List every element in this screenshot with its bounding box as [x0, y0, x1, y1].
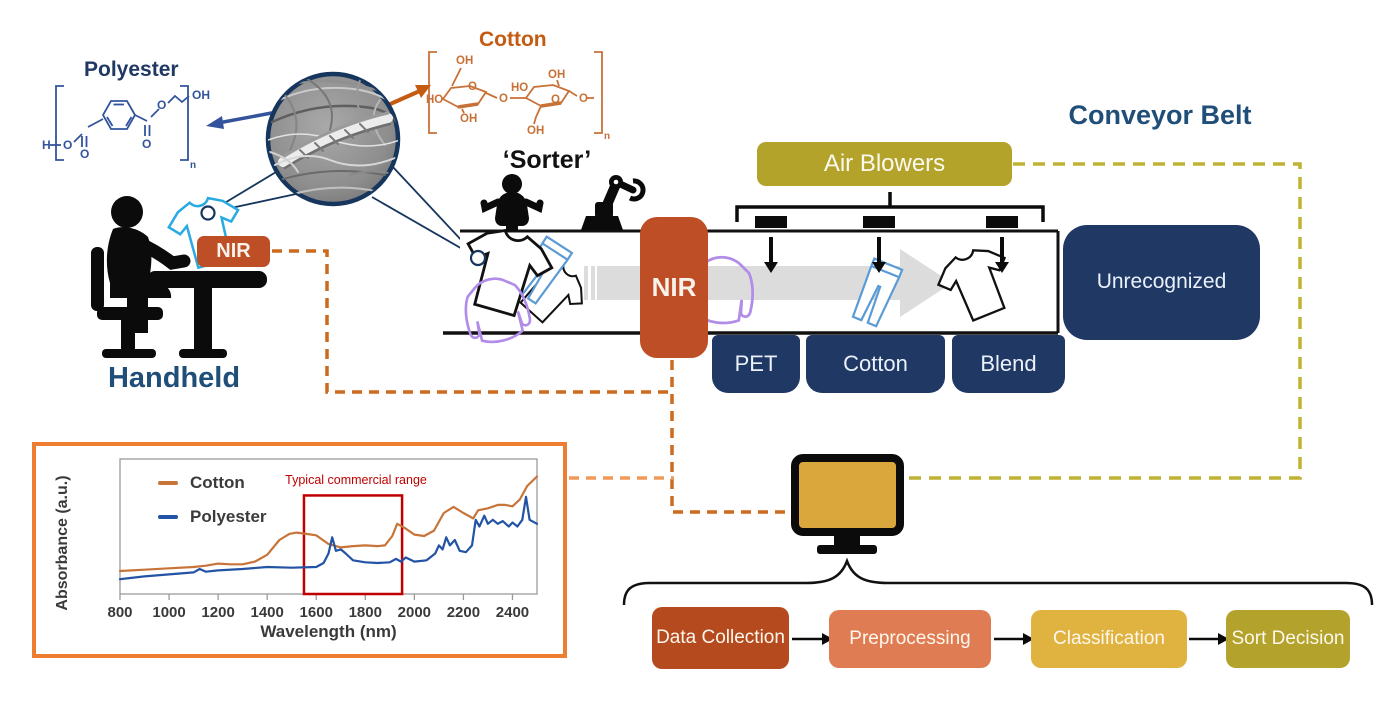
clothes-pile — [451, 220, 594, 350]
atom-label: OH — [527, 125, 544, 137]
flow-arrows — [792, 633, 1229, 645]
unrecognized-box: Unrecognized — [1063, 225, 1260, 340]
nir-handheld-box: NIR — [197, 236, 270, 267]
atom-label: OH — [192, 88, 210, 102]
polyester-label: Polyester — [84, 58, 179, 81]
air-nozzle-icon — [863, 216, 895, 228]
bin-pet: PET — [712, 335, 800, 393]
svg-text:2400: 2400 — [496, 604, 529, 621]
svg-text:1000: 1000 — [152, 604, 185, 621]
worker-icon — [480, 174, 544, 231]
subscript-n: n — [604, 131, 610, 142]
atom-label: O — [499, 93, 508, 105]
polyester-structure: H O O O O OH n — [42, 85, 210, 171]
svg-text:800: 800 — [107, 604, 132, 621]
cotton-arrow — [387, 85, 431, 107]
brace — [622, 557, 1374, 606]
atom-label: H — [42, 138, 51, 152]
airblower-connector — [902, 162, 1302, 480]
flow-step-classification: Classification — [1031, 610, 1187, 668]
shirt-sample-marker — [200, 205, 216, 221]
svg-text:1200: 1200 — [201, 604, 234, 621]
atom-label: O — [157, 98, 166, 112]
flow-step-preprocessing: Preprocessing — [829, 610, 991, 668]
polyester-swatch — [158, 515, 178, 519]
atom-label: O — [551, 94, 560, 106]
commercial-range-label: Typical commercial range — [285, 473, 427, 487]
sorter-label: ‘Sorter’ — [502, 146, 592, 174]
svg-text:1800: 1800 — [349, 604, 382, 621]
svg-text:1400: 1400 — [250, 604, 283, 621]
fiber-micrograph — [265, 71, 401, 207]
svg-text:2000: 2000 — [398, 604, 431, 621]
legend-entry-polyester: Polyester — [158, 507, 267, 527]
nir-handheld-connector — [272, 249, 672, 394]
spectra-plot: 800 1000 1200 1400 1600 1800 2000 2200 2400 — [107, 458, 539, 621]
air-nozzle-icon — [986, 216, 1018, 228]
atom-label: O — [468, 81, 477, 93]
flow-step-sort-decision: Sort Decision — [1226, 610, 1350, 668]
legend-label: Polyester — [190, 507, 267, 526]
spectra-chart: 800 1000 1200 1400 1600 1800 2000 2200 2400 Abso… — [32, 442, 567, 658]
monitor-icon — [791, 454, 904, 554]
handheld-label: Handheld — [107, 362, 241, 394]
air-blower-assembly — [735, 192, 1045, 273]
atom-label: O — [80, 147, 89, 161]
cotton-swatch — [158, 481, 178, 485]
polyester-arrow — [206, 110, 278, 129]
svg-text:1600: 1600 — [300, 604, 333, 621]
handheld-operator-arm — [130, 235, 191, 270]
bin-blend: Blend — [952, 335, 1065, 393]
conveyor-belt-label: Conveyor Belt — [1068, 100, 1252, 130]
atom-label: O — [63, 138, 72, 152]
flow-step-data-collection: Data Collection — [652, 607, 789, 669]
cotton-label: Cotton — [479, 28, 547, 51]
y-axis-label: Absorbance (a.u.) — [54, 475, 71, 611]
x-axis-label: Wavelength (nm) — [260, 622, 397, 641]
atom-label: O — [142, 137, 151, 151]
subscript-n: n — [190, 160, 196, 171]
legend-label: Cotton — [190, 473, 245, 492]
atom-label: OH — [460, 113, 477, 125]
cotton-structure: OH O HO OH O HO OH O OH O n — [426, 51, 610, 142]
pile-sample-marker — [469, 249, 487, 267]
robot-arm-icon — [581, 175, 646, 230]
air-nozzle-icon — [755, 216, 787, 228]
atom-label: O — [579, 93, 588, 105]
svg-text:2200: 2200 — [447, 604, 480, 621]
nir-scanner-box: NIR — [640, 217, 708, 358]
atom-label: HO — [426, 94, 443, 106]
legend-entry-cotton: Cotton — [158, 473, 245, 493]
desk-icon — [147, 271, 267, 358]
atom-label: OH — [456, 55, 473, 67]
atom-label: HO — [511, 82, 528, 94]
bin-cotton: Cotton — [806, 335, 945, 393]
air-blowers-box: Air Blowers — [757, 142, 1012, 186]
atom-label: OH — [548, 69, 565, 81]
